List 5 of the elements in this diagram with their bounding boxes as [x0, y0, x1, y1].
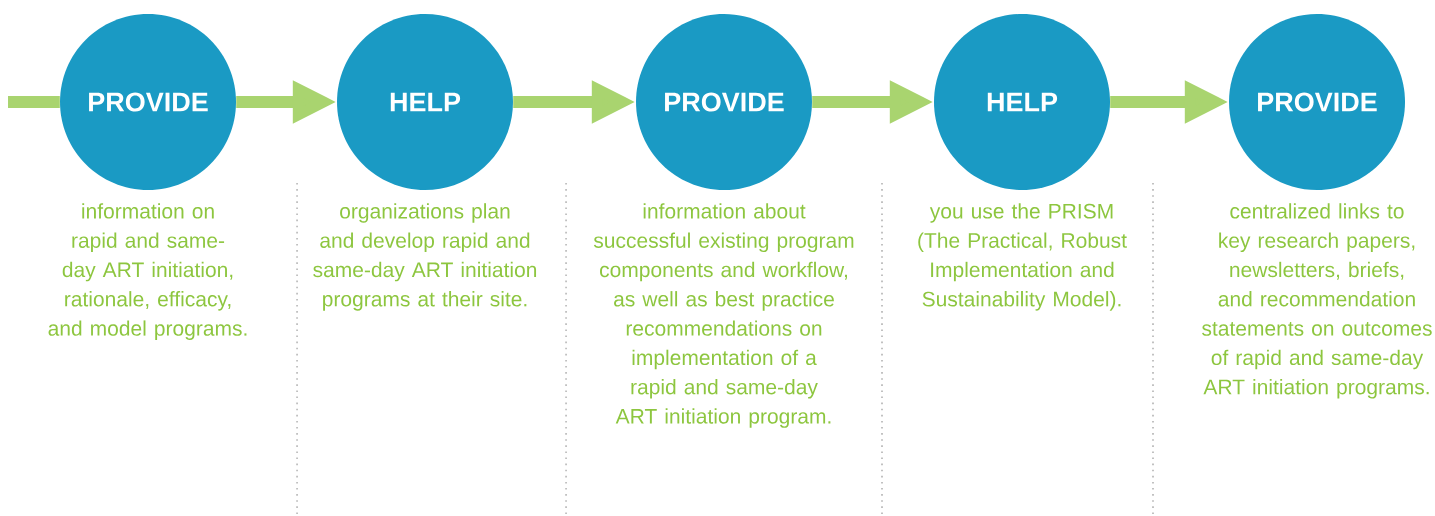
description-text: information on rapid and same-day ART initiation, rationale, efficacy, and model programs. — [48, 203, 247, 340]
description-text: information about successful existing program components and workflow, as well as best practice recommendations on implementation of a rapid and same-day ART initiation program. — [593, 203, 854, 428]
description-text: organizations plan and develop rapid and same-day ART initiation programs at their site. — [313, 203, 537, 311]
description-text: you use the PRISM (The Practical, Robust Implementation and Sustainability Model). — [918, 203, 1127, 311]
description-text: centralized links to key research papers, newsletters, briefs, and recommendation statements on outcomes of rapid and same-day ART initiation programs. — [1202, 203, 1432, 399]
